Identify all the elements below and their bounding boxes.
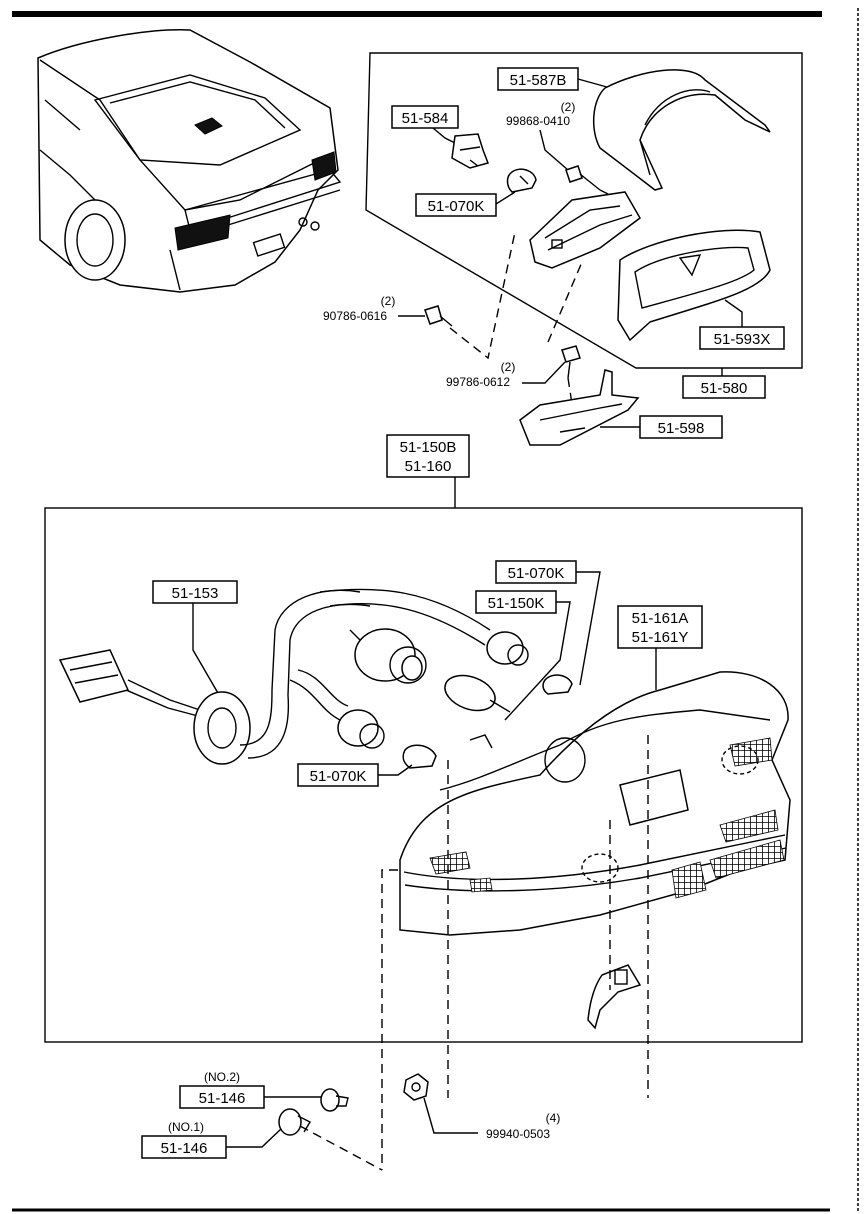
bulb-socket-51-584 (451, 133, 489, 169)
lamp-housing (529, 191, 641, 269)
socket-small-upper (486, 631, 529, 666)
stop-lamp-group-outline (365, 52, 803, 369)
grommet-51-146-no1 (278, 1108, 311, 1136)
note-no2: (NO.2) (204, 1070, 240, 1084)
part-label-51-593X: 51-593X (714, 331, 771, 348)
part-label-51-146-no2: 51-146 (199, 1090, 246, 1107)
qty-99868: (2) (561, 100, 576, 114)
lamp-cover-51-587B (592, 69, 771, 191)
bulb-51-070K-mid (542, 674, 573, 695)
part-label-51-580: 51-580 (701, 380, 748, 397)
part-label-51-161Y: 51-161Y (632, 629, 689, 646)
mounting-clip (587, 964, 642, 1030)
wiring-harness-51-153 (58, 588, 491, 765)
part-label-51-587B: 51-587B (510, 72, 567, 89)
label-box-51-153 (152, 580, 238, 604)
nut-99940-0503 (403, 1073, 429, 1101)
part-number-99940-0503: 99940-0503 (486, 1127, 550, 1141)
part-label-51-598: 51-598 (658, 420, 705, 437)
label-box-51-580 (682, 375, 766, 399)
part-label-51-161A: 51-161A (632, 610, 689, 627)
part-number-99868-0410: 99868-0410 (506, 114, 570, 128)
qty-90786: (2) (381, 294, 396, 308)
rear-combination-lamp (399, 671, 791, 936)
bulb-51-070K-low (402, 744, 437, 769)
socket-large (349, 628, 427, 684)
bulb-51-070K-top (506, 168, 537, 193)
bolt-99786-0612 (561, 345, 581, 379)
part-number-90786-0616: 90786-0616 (323, 309, 387, 323)
part-label-51-146-no1: 51-146 (161, 1140, 208, 1157)
part-label-51-150K: 51-150K (488, 595, 545, 612)
part-label-51-584: 51-584 (402, 110, 449, 127)
note-no1: (NO.1) (168, 1120, 204, 1134)
car-rear-illustration (37, 29, 342, 293)
label-box-51-584 (391, 105, 459, 129)
label-box-51-070K-top (415, 193, 497, 217)
qty-99786: (2) (501, 360, 516, 374)
part-label-51-160: 51-160 (405, 458, 452, 475)
socket-small-lower (337, 709, 385, 749)
bolt-90786-0616 (424, 305, 453, 327)
label-box-51-150B-51-160 (386, 434, 470, 478)
part-label-51-070K-low: 51-070K (310, 768, 367, 785)
rear-lamp-group-frame (44, 507, 803, 1043)
bracket-51-598 (519, 369, 640, 446)
part-label-51-070K-mid: 51-070K (508, 565, 565, 582)
top-border-bar (12, 11, 822, 17)
label-box-51-161A-51-161Y (617, 605, 703, 649)
lamp-lens-51-593X (617, 229, 771, 342)
part-label-51-150B: 51-150B (400, 439, 457, 456)
bulb-51-150K (444, 674, 511, 713)
qty-99940: (4) (546, 1111, 561, 1125)
bolt-99868-0410 (565, 165, 601, 191)
part-label-51-153: 51-153 (172, 585, 219, 602)
part-number-99786-0612: 99786-0612 (446, 375, 510, 389)
part-label-51-070K-top: 51-070K (428, 198, 485, 215)
grommet-51-146-no2 (320, 1088, 349, 1112)
